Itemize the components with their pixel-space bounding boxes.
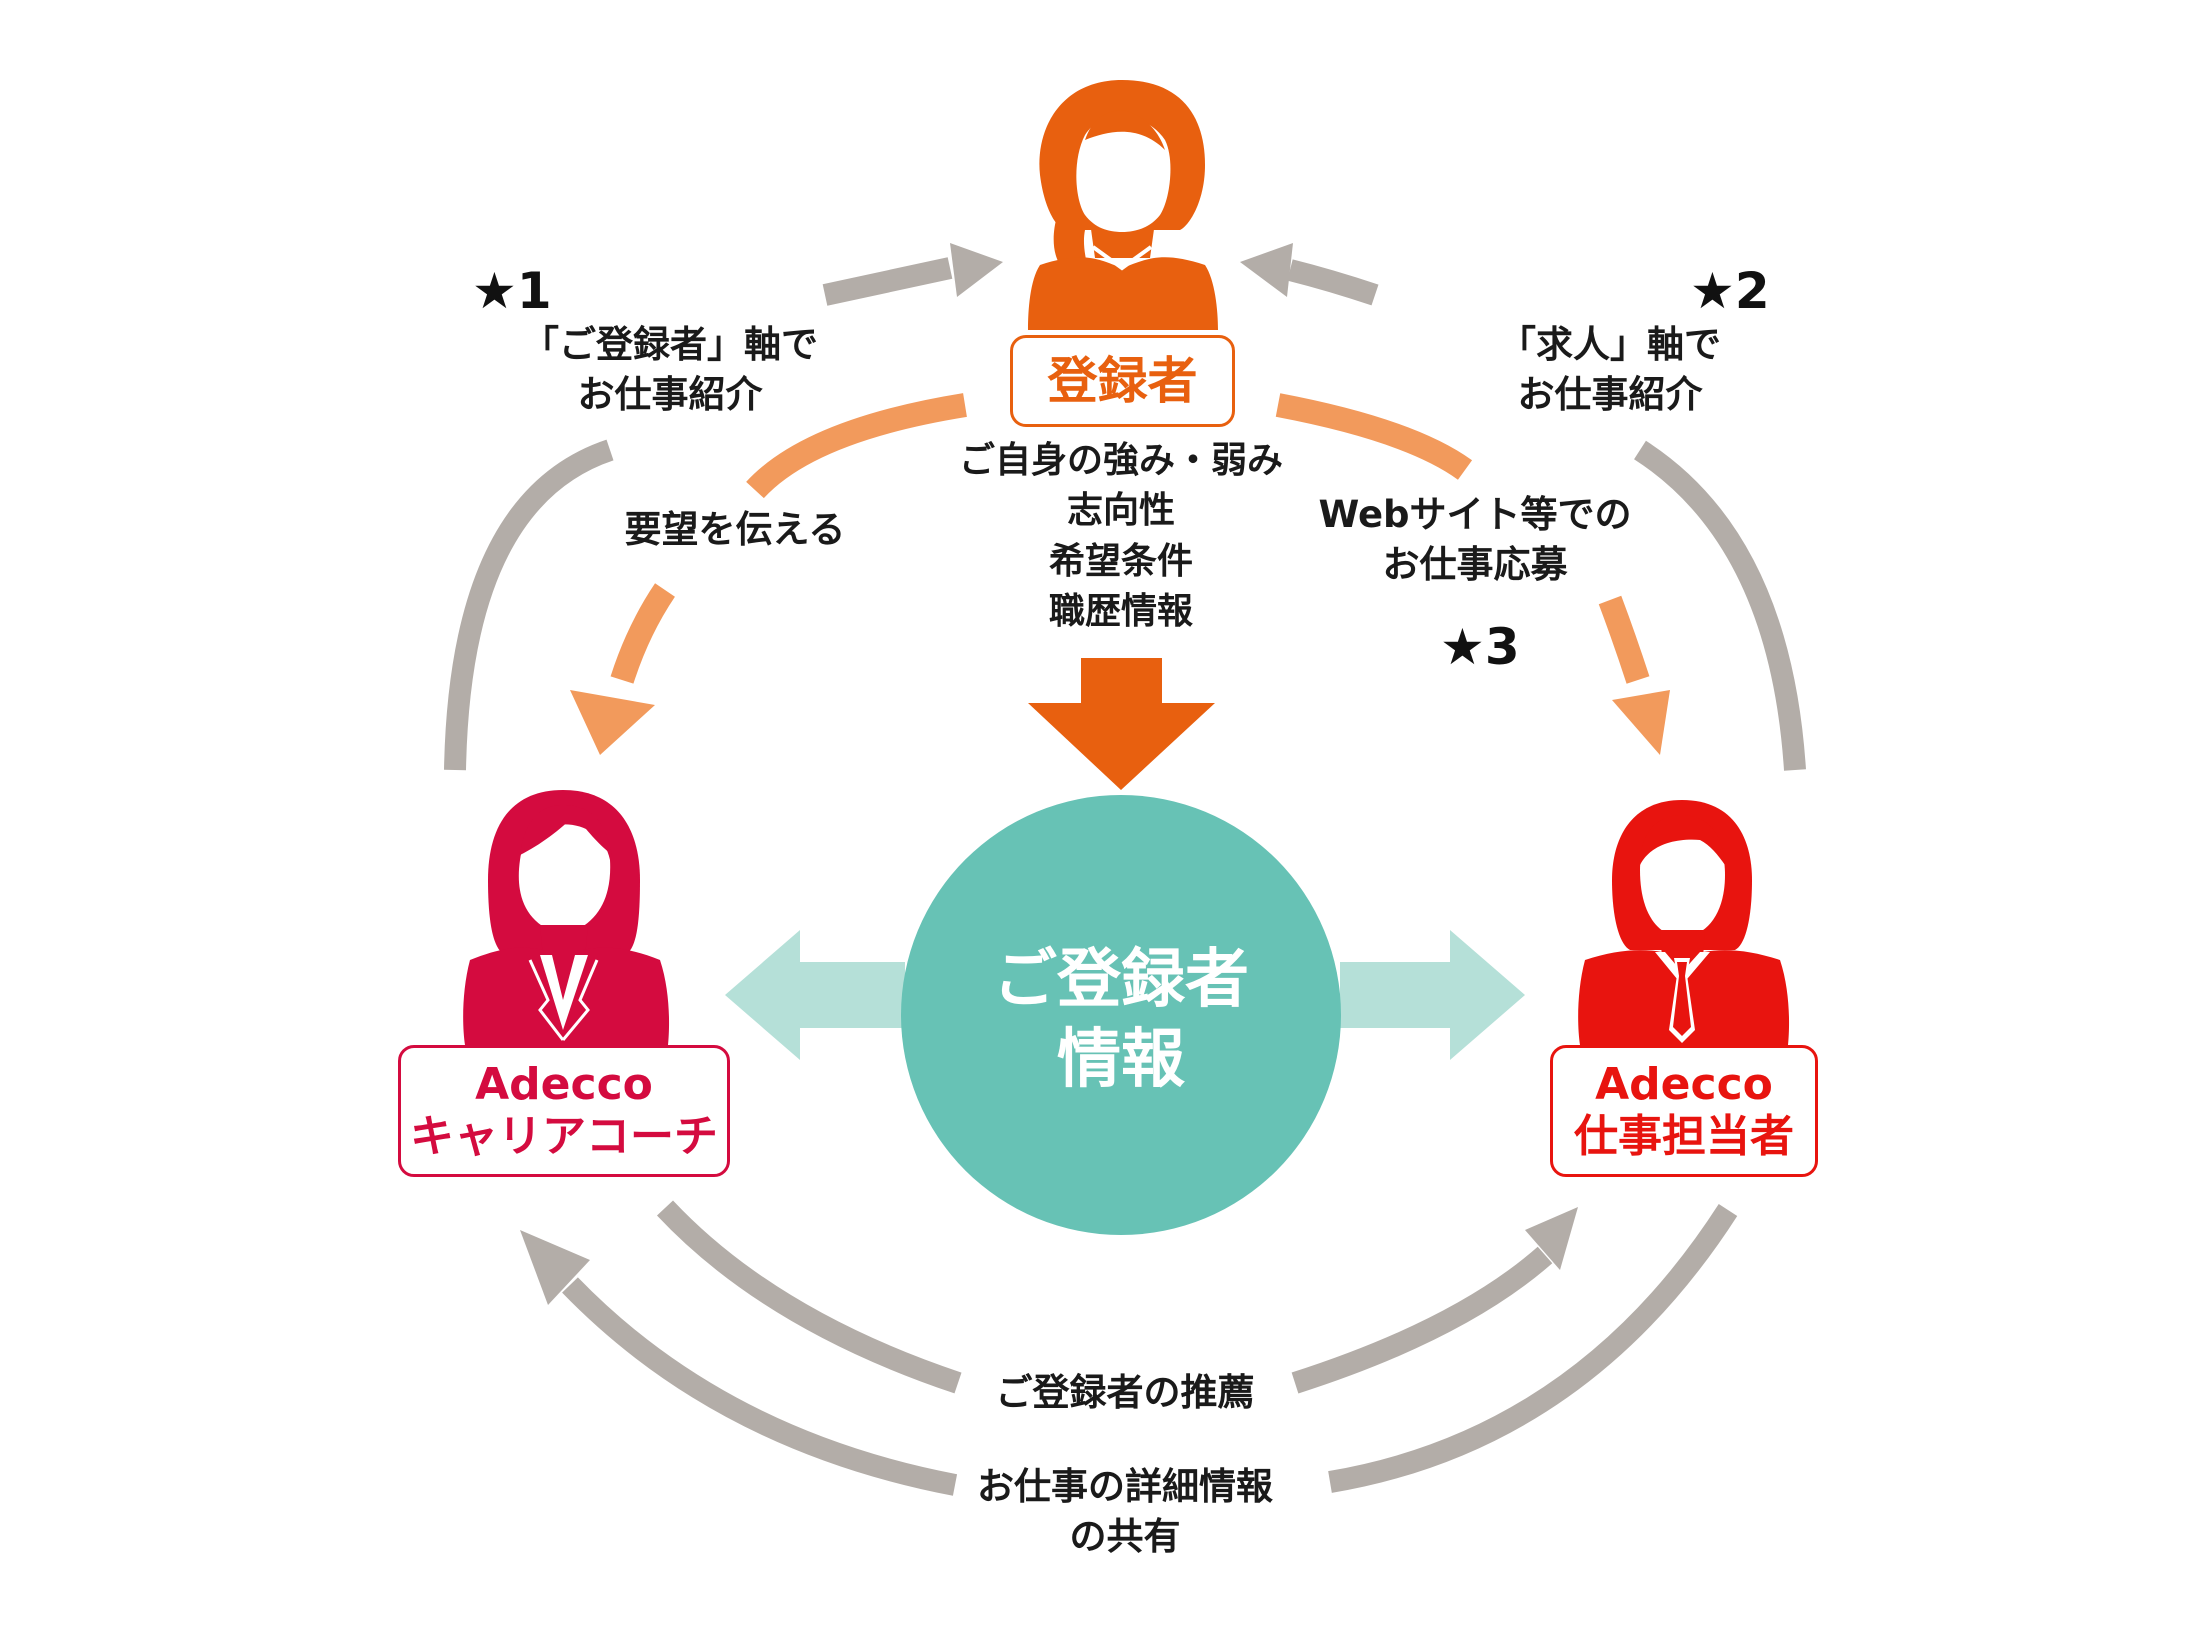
staff-label-line1: Adecco [1595, 1059, 1773, 1111]
coach-label-line1: Adecco [475, 1059, 653, 1111]
coach-label-line2: キャリアコーチ [410, 1111, 718, 1162]
staff-label-box: Adecco 仕事担当者 [1550, 1045, 1818, 1177]
label-line: 志向性 [1066, 490, 1175, 532]
label-line: 「ご登録者」軸で [522, 323, 818, 366]
label-line: 希望条件 [1048, 540, 1193, 582]
label-registrant-axis-intro: 「ご登録者」軸で お仕事紹介 [505, 320, 835, 420]
label-registrant-info-items: ご自身の強み・弱み 志向性 希望条件 職歴情報 [935, 436, 1307, 638]
coach-label-box: Adecco キャリアコーチ [398, 1045, 730, 1177]
registrant-hair [1085, 110, 1165, 150]
registrant-collar [1091, 245, 1153, 271]
arrow-staff-to-registrant [1240, 243, 1806, 771]
registrant-label: 登録者 [1047, 351, 1198, 410]
label-line: 職歴情報 [1048, 591, 1193, 633]
registrant-info-circle [901, 795, 1341, 1235]
arrow-registrant-to-staff [1275, 393, 1670, 755]
center-line1: ご登録者 [993, 943, 1249, 1017]
staff-label-line2: 仕事担当者 [1574, 1111, 1794, 1162]
center-line2: 情報 [1057, 1023, 1185, 1097]
label-line: ご登録者の推薦 [995, 1371, 1255, 1414]
person-man-tie-icon [1578, 800, 1790, 1045]
label-web-apply: Webサイト等での お仕事応募 [1305, 490, 1645, 590]
label-line: ご自身の強み・弱み [958, 440, 1283, 481]
label-line: お仕事紹介 [577, 372, 763, 416]
label-line: お仕事の詳細情報 [977, 1465, 1273, 1508]
label-job-axis-intro: 「求人」軸で お仕事紹介 [1475, 320, 1745, 420]
label-line: 「求人」軸で [1499, 323, 1721, 366]
registrant-face [1076, 116, 1171, 232]
arrow-info-to-staff [1340, 930, 1525, 1060]
arrow-staff-to-coach [520, 1204, 1738, 1496]
label-line: お仕事紹介 [1517, 372, 1703, 416]
label-line: お仕事応募 [1382, 542, 1568, 586]
label-line: 要望を伝える [624, 508, 846, 551]
star-1-label: ★1 [472, 262, 552, 320]
label-line: の共有 [1069, 1514, 1181, 1558]
registrant-label-box: 登録者 [1010, 335, 1235, 427]
label-convey-request: 要望を伝える [600, 505, 870, 555]
label-recommend-registrant: ご登録者の推薦 [965, 1368, 1285, 1418]
star-3-label: ★3 [1440, 618, 1520, 676]
label-share-job-details: お仕事の詳細情報 の共有 [950, 1462, 1300, 1562]
arrow-registrant-to-coach [570, 393, 967, 755]
label-line: Webサイト等での [1318, 493, 1632, 536]
registrant-info-title: ご登録者 情報 [921, 940, 1321, 1100]
arrow-info-to-coach [725, 930, 905, 1060]
arrow-coach-to-registrant [444, 243, 1003, 771]
star-2-label: ★2 [1690, 262, 1770, 320]
arrow-info-down [1028, 658, 1215, 790]
arrow-coach-to-staff [656, 1200, 1578, 1394]
person-woman-suit-icon [463, 790, 670, 1045]
